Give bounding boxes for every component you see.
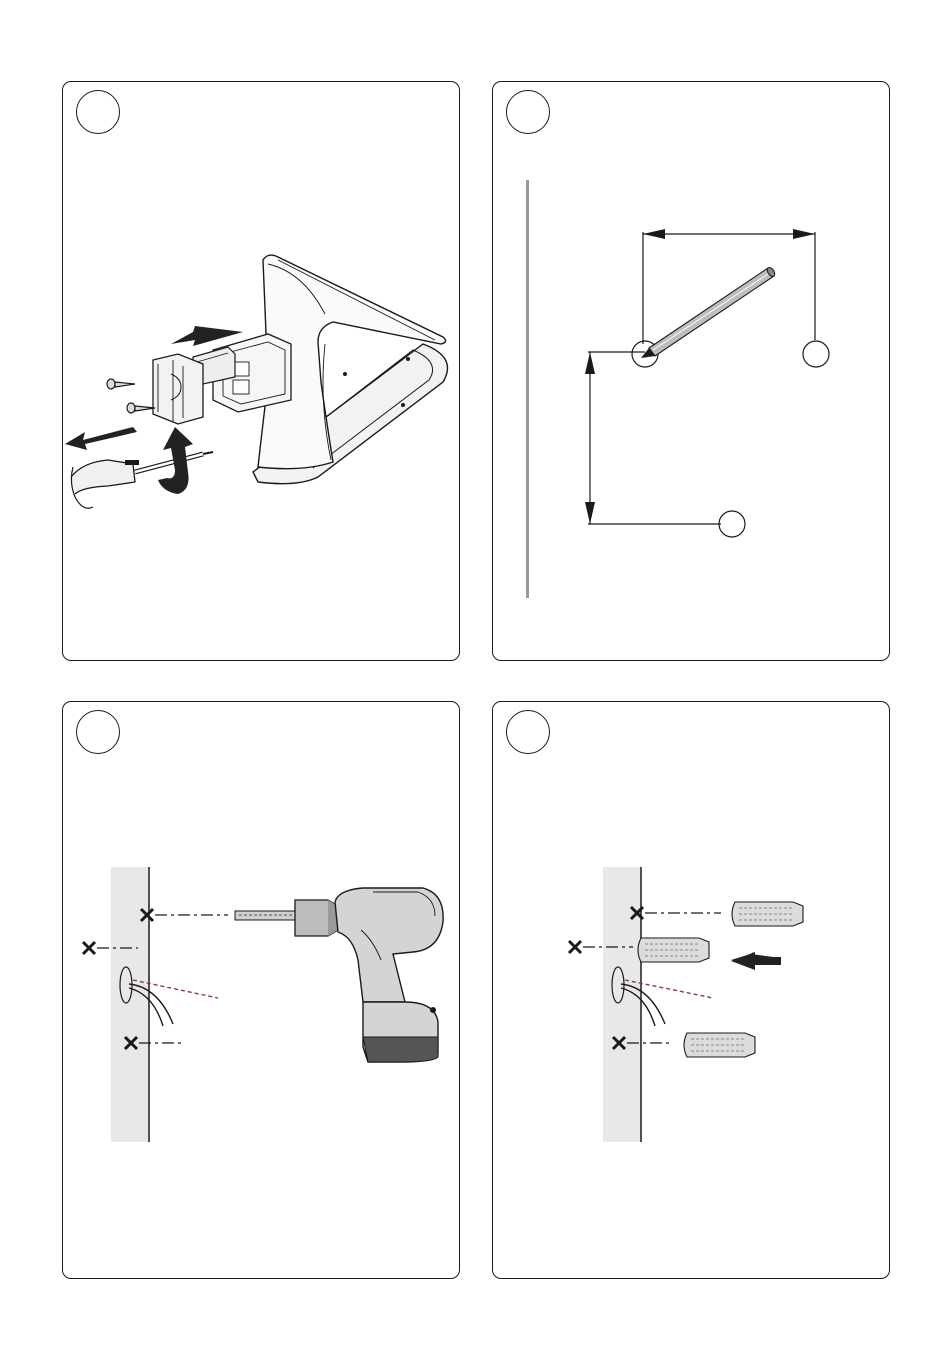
wall-plug-icon xyxy=(638,938,709,962)
hole-marker xyxy=(803,341,829,367)
wall-plug-insertion-illustration xyxy=(493,702,891,1280)
wall xyxy=(111,867,149,1142)
screw-icon xyxy=(127,403,155,413)
hole-marker xyxy=(719,511,745,537)
reference-line xyxy=(526,180,529,598)
screw-icon xyxy=(107,379,135,389)
step-1-panel xyxy=(62,81,460,661)
wall-plug-icon xyxy=(732,902,803,926)
step-3-panel xyxy=(62,701,460,1279)
drilling-illustration xyxy=(63,702,461,1280)
step-4-panel xyxy=(492,701,890,1279)
dimension-arrow-down xyxy=(585,502,595,524)
dimension-arrow-left xyxy=(643,229,665,239)
wall-marking-illustration xyxy=(493,82,891,662)
mounting-bracket xyxy=(153,354,203,424)
pencil-icon xyxy=(641,266,776,358)
drill-icon xyxy=(235,888,443,1062)
left-arrow-icon xyxy=(65,427,137,450)
screwdriver-icon xyxy=(71,452,213,508)
left-arrow-icon xyxy=(171,326,243,346)
dimension-arrow-up xyxy=(585,352,595,374)
x-mark-icon xyxy=(569,941,581,953)
step-2-panel xyxy=(492,81,890,661)
x-mark-icon xyxy=(83,942,95,954)
lamp-bracket-removal-illustration xyxy=(63,82,461,662)
wall xyxy=(603,867,641,1142)
dimension-arrow-right xyxy=(793,229,815,239)
wall-plug-icon xyxy=(684,1033,755,1057)
